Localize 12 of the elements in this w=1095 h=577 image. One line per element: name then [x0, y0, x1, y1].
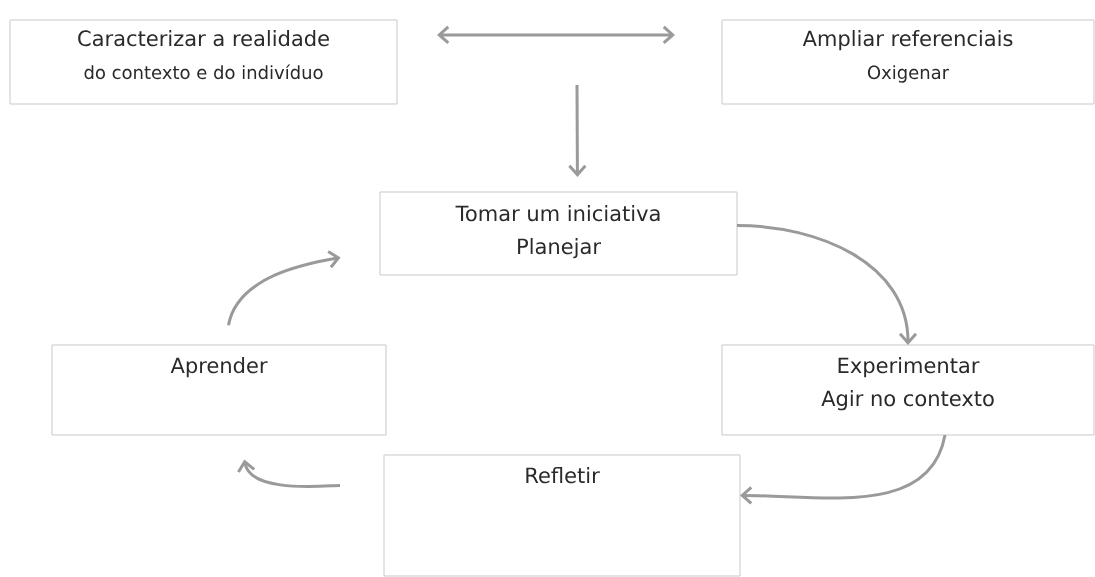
process-box: Caracterizar a realidade do contexto e do indivíduo	[9, 19, 398, 105]
arrow	[437, 25, 675, 45]
arrow	[568, 84, 587, 177]
process-box: Tomar um iniciativa Planejar	[379, 191, 738, 276]
arrow	[227, 250, 341, 326]
process-box: Refletir	[383, 454, 741, 577]
process-box: Ampliar referenciais Oxigenar	[721, 19, 1095, 105]
process-box: Experimentar Agir no contexto	[721, 344, 1095, 436]
arrow	[736, 224, 918, 345]
arrow	[237, 459, 341, 488]
arrow	[740, 434, 947, 505]
process-box: Aprender	[51, 344, 387, 436]
